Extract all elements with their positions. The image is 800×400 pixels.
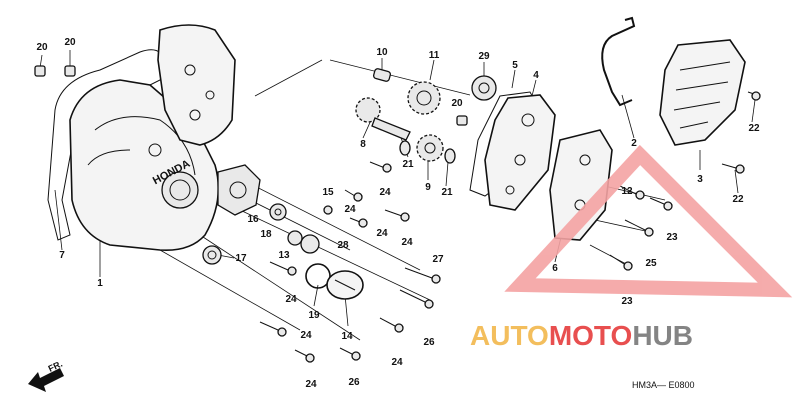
callout-25: 25 [645, 258, 657, 269]
gear-upper [407, 81, 441, 115]
bolt-22b [721, 163, 745, 174]
oil-seal-housing [217, 164, 261, 216]
front-direction-indicator: FR. [28, 359, 64, 392]
callout-24-h: 24 [305, 379, 317, 390]
callout-24-c: 24 [376, 228, 388, 239]
guard-plate [659, 39, 746, 146]
shaft-pin [373, 68, 391, 82]
oil-seal [202, 245, 222, 265]
watermark-triangle-icon [504, 144, 793, 298]
callout-6: 6 [552, 263, 558, 274]
dowel-pin-right [64, 65, 76, 77]
outer-cover [549, 129, 613, 241]
dowel-pin-middle [456, 115, 468, 126]
callout-21-left: 21 [402, 159, 414, 170]
callout-28: 28 [337, 240, 349, 251]
callout-22-top: 22 [748, 123, 760, 134]
gear-shaft [371, 117, 411, 141]
bolt-24c [349, 217, 368, 228]
callout-18: 18 [260, 229, 272, 240]
callout-14: 14 [341, 331, 353, 342]
callout-20-middle: 20 [451, 98, 463, 109]
callout-12: 12 [621, 186, 633, 197]
callout-24-d: 24 [401, 237, 413, 248]
wire-clamp [601, 16, 636, 107]
seal-16 [269, 203, 287, 221]
callout-29: 29 [478, 51, 490, 62]
watermark: AUTOMOTOHUB [470, 144, 793, 351]
dowel-pin-left [34, 65, 46, 77]
callout-labels: 20 20 10 11 29 5 4 20 8 21 9 21 24 15 24… [36, 37, 760, 390]
watermark-moto: MOTO [549, 320, 632, 351]
bolt-25 [624, 219, 654, 237]
collar-18 [287, 230, 303, 246]
bolt-24f [379, 317, 404, 333]
drawing-code: HM3A— E0800 [632, 380, 695, 390]
watermark-auto: AUTO [470, 320, 549, 351]
bolt-26a [399, 289, 434, 309]
o-ring [305, 263, 331, 289]
callout-22-bottom: 22 [732, 194, 744, 205]
callout-24-b: 24 [344, 204, 356, 215]
bolt-27 [404, 267, 441, 284]
front-arrow-icon [28, 368, 64, 392]
watermark-hub: HUB [632, 320, 693, 351]
bolt-24d [384, 209, 410, 222]
callout-24-g: 24 [391, 357, 403, 368]
bolt-24g [259, 321, 287, 337]
callout-17: 17 [235, 253, 247, 264]
leader-lines [39, 50, 756, 341]
bolt-set [259, 91, 761, 363]
bolt-26b [339, 347, 361, 361]
callout-11: 11 [429, 50, 440, 61]
callout-27: 27 [432, 254, 444, 265]
callout-26-right: 26 [423, 337, 435, 348]
bolt-24h [294, 349, 315, 363]
bolt-22a [747, 91, 761, 101]
upper-cover-casting [157, 24, 236, 146]
callout-24-a: 24 [379, 187, 391, 198]
callout-8: 8 [360, 139, 366, 150]
cover-hub [161, 171, 199, 209]
callout-2: 2 [631, 138, 637, 149]
shaft-gear [355, 97, 381, 123]
bolt-23a [649, 197, 673, 211]
callout-24-e: 24 [285, 294, 297, 305]
callout-10: 10 [376, 47, 388, 58]
callout-5: 5 [512, 60, 518, 71]
gear-lower [416, 134, 444, 162]
callout-7: 7 [59, 250, 65, 261]
reduction-cover [484, 94, 556, 211]
callout-24-f: 24 [300, 330, 312, 341]
callout-1: 1 [97, 278, 103, 289]
collar-13 [300, 234, 320, 254]
callout-15: 15 [322, 187, 334, 198]
callout-9: 9 [425, 182, 431, 193]
callout-23-bottom: 23 [621, 296, 633, 307]
svg-text:AUTOMOTOHUB: AUTOMOTOHUB [470, 320, 693, 351]
bolt-24e [269, 261, 297, 276]
callout-20-left: 20 [36, 42, 48, 53]
bolt-24a [369, 161, 392, 173]
callout-3: 3 [697, 174, 703, 185]
callout-16: 16 [247, 214, 259, 225]
callout-13: 13 [278, 250, 290, 261]
callout-21-right: 21 [441, 187, 453, 198]
washer-a [399, 140, 411, 156]
washer-b [444, 148, 456, 164]
bolt-24b [344, 189, 363, 202]
callout-19: 19 [308, 310, 320, 321]
bolt-12 [619, 185, 645, 200]
washer-15 [323, 205, 333, 215]
bolt-23b [609, 254, 633, 271]
callout-23-right: 23 [666, 232, 678, 243]
callout-4: 4 [533, 70, 539, 81]
bearing [471, 75, 497, 101]
callout-20-right: 20 [64, 37, 76, 48]
callout-26-bottom: 26 [348, 377, 360, 388]
